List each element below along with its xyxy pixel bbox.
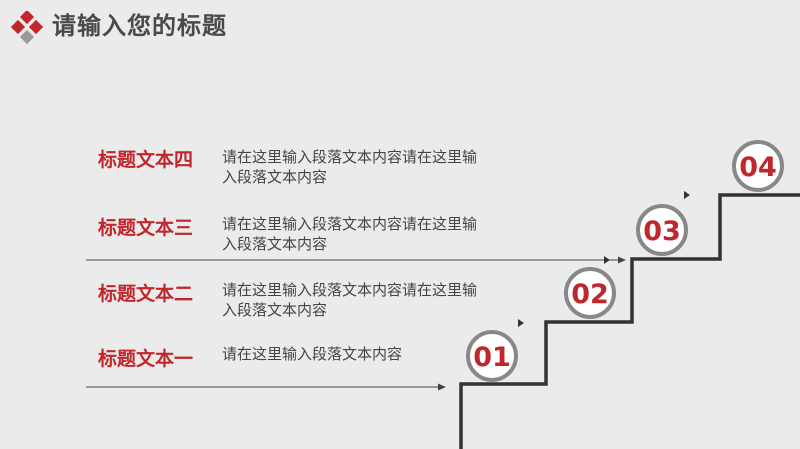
step-label-02: 02 [571,279,609,310]
row-text-4: 请在这里输入段落文本内容请在这里输入段落文本内容 [222,148,478,186]
step-arrow-3 [684,191,690,199]
step-label-03: 03 [643,216,681,247]
step-circle-02: 02 [564,267,616,319]
row-title-2: 标题文本二 [98,283,194,305]
step-arrow-2 [604,256,610,264]
step-circle-04: 04 [732,140,784,192]
page-title: 请输入您的标题 [52,12,227,40]
row-text-2: 请在这里输入段落文本内容请在这里输入段落文本内容 [222,281,478,319]
stair-line [459,193,800,449]
row-title-1: 标题文本一 [98,348,194,370]
step-label-04: 04 [739,152,777,183]
row-text-3: 请在这里输入段落文本内容请在这里输入段落文本内容 [222,215,478,253]
row-title-4: 标题文本四 [98,149,194,171]
step-arrow-1 [518,319,524,327]
step-circle-03: 03 [636,204,688,256]
diamond-logo-icon [11,11,43,45]
row-title-3: 标题文本三 [98,217,194,239]
step-label-01: 01 [473,342,511,373]
connector-arrow-1 [86,383,446,391]
step-circle-01: 01 [466,330,518,382]
row-text-1: 请在这里输入段落文本内容 [222,345,403,363]
connector-arrow-3 [86,256,626,264]
